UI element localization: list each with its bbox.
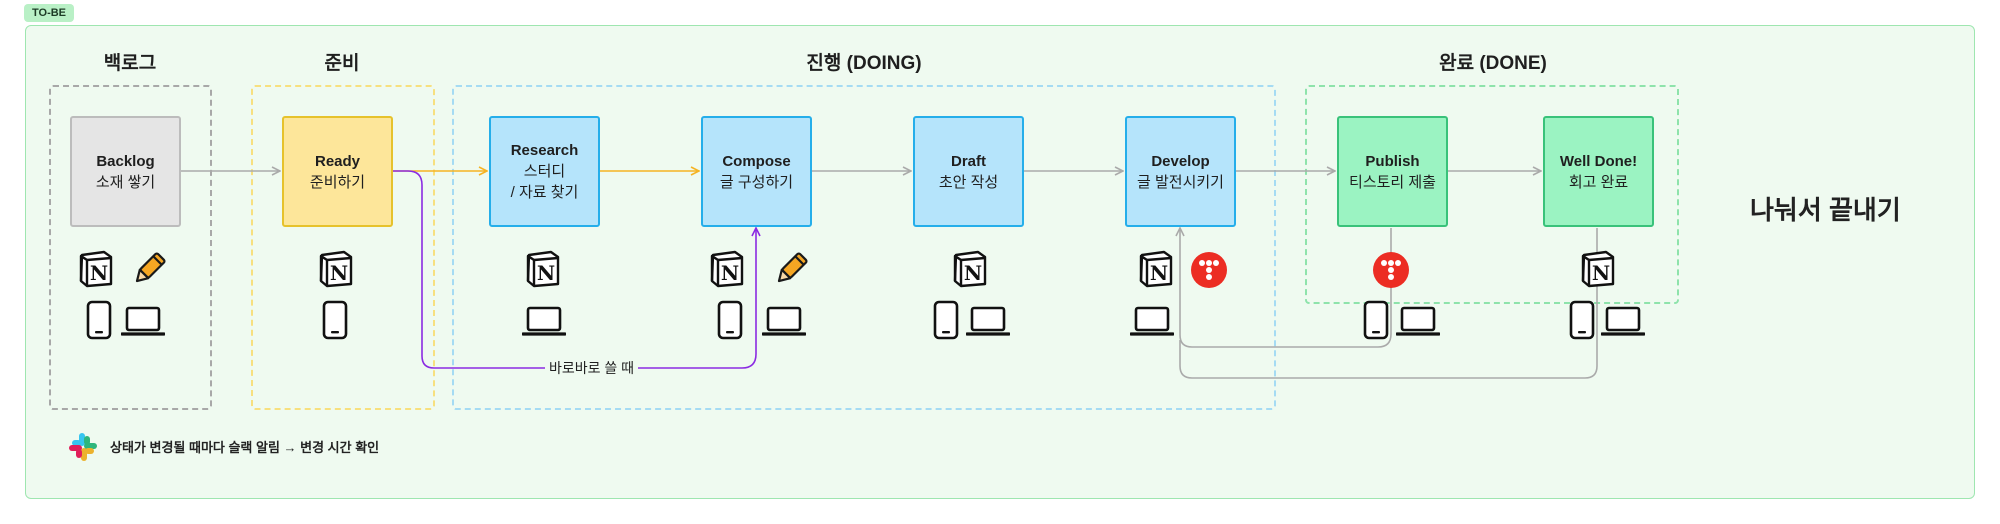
notion-icon: N	[79, 250, 113, 288]
node-title: Publish	[1365, 152, 1420, 170]
node-publish[interactable]: Publish 티스토리 제출	[1337, 116, 1448, 227]
group-doing-frame	[452, 85, 1276, 410]
notion-icon: N	[1581, 250, 1615, 288]
phone-icon	[86, 300, 112, 340]
phone-icon	[933, 300, 959, 340]
laptop-icon	[522, 306, 566, 336]
group-doing-title: 진행 (DOING)	[806, 53, 922, 74]
node-title: Compose	[722, 152, 791, 170]
tistory-icon	[1191, 252, 1227, 288]
node-subtitle: 소재 쌓기	[95, 173, 156, 191]
node-subtitle: 글 발전시키기	[1137, 173, 1224, 191]
arrow-ready-compose-shortcut	[393, 170, 756, 369]
arrow-publish-develop-feedback	[1180, 228, 1392, 348]
finish-text: 나눠서 끝내기	[1750, 195, 1901, 225]
pencil-icon	[135, 252, 166, 283]
notion-icon: N	[710, 250, 744, 288]
slack-icon	[69, 433, 97, 461]
group-done-frame	[1305, 85, 1679, 304]
laptop-icon	[1396, 306, 1440, 336]
laptop-icon	[966, 306, 1010, 336]
pencil-icon	[777, 252, 808, 283]
node-subtitle: 티스토리 제출	[1349, 173, 1436, 191]
tistory-icon	[1373, 252, 1409, 288]
phone-icon	[1363, 300, 1389, 340]
node-subtitle: 회고 완료	[1568, 173, 1629, 191]
group-ready-title: 준비	[324, 53, 360, 74]
group-backlog-frame	[49, 85, 212, 410]
laptop-icon	[121, 306, 165, 336]
notion-icon: N	[953, 250, 987, 288]
shortcut-route-label: 바로바로 쓸 때	[545, 358, 639, 378]
to-be-tag: TO-BE	[24, 4, 75, 22]
node-compose[interactable]: Compose 글 구성하기	[701, 116, 812, 227]
node-research[interactable]: Research 스터디 / 자료 찾기	[489, 116, 600, 227]
node-title: Develop	[1151, 152, 1210, 170]
node-subtitle: 스터디 / 자료 찾기	[510, 163, 579, 201]
node-title: Ready	[314, 152, 361, 170]
node-backlog[interactable]: Backlog 소재 쌓기	[70, 116, 181, 227]
node-subtitle: 글 구성하기	[719, 173, 794, 191]
svg-text:N: N	[1150, 261, 1168, 285]
svg-text:N: N	[964, 261, 982, 285]
group-done-title: 완료 (DONE)	[1439, 53, 1547, 74]
node-develop[interactable]: Develop 글 발전시키기	[1125, 116, 1236, 227]
laptop-icon	[1601, 306, 1645, 336]
phone-icon	[322, 300, 348, 340]
svg-text:N: N	[90, 261, 108, 285]
laptop-icon	[1130, 306, 1174, 336]
slack-notification-note: 상태가 변경될 때마다 슬랙 알림 → 변경 시간 확인	[110, 440, 380, 455]
laptop-icon	[762, 306, 806, 336]
svg-text:N: N	[721, 261, 739, 285]
notion-icon: N	[526, 250, 560, 288]
node-title: Research	[510, 142, 579, 159]
arrow-welldone-develop-feedback	[1179, 228, 1598, 379]
group-backlog-title: 백로그	[103, 53, 157, 74]
node-subtitle: 초안 작성	[938, 173, 999, 191]
svg-text:N: N	[330, 261, 348, 285]
node-subtitle: 준비하기	[309, 173, 366, 191]
node-draft[interactable]: Draft 초안 작성	[913, 116, 1024, 227]
node-ready[interactable]: Ready 준비하기	[282, 116, 393, 227]
svg-text:N: N	[1592, 261, 1610, 285]
node-welldone[interactable]: Well Done! 회고 완료	[1543, 116, 1654, 227]
phone-icon	[717, 300, 743, 340]
phone-icon	[1569, 300, 1595, 340]
svg-text:N: N	[537, 261, 555, 285]
notion-icon: N	[319, 250, 353, 288]
group-ready-frame	[251, 85, 435, 410]
node-title: Draft	[950, 152, 986, 170]
notion-icon: N	[1139, 250, 1173, 288]
node-title: Backlog	[96, 152, 155, 170]
node-title: Well Done!	[1559, 152, 1638, 170]
